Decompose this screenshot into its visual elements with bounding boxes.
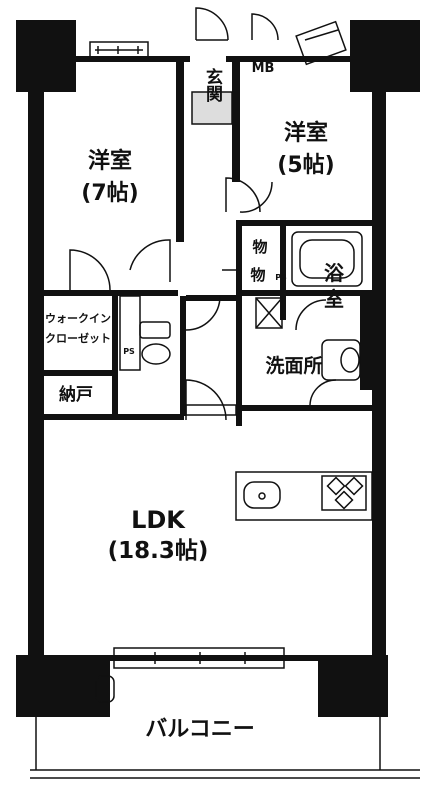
entrance-label: 玄関 xyxy=(202,67,223,102)
storeroom-label: 納戸 xyxy=(59,384,93,405)
ldk-size: (18.3帖) xyxy=(108,538,209,564)
western-room-2-name: 洋室 xyxy=(284,120,328,146)
bath-label-2: 室 xyxy=(324,287,344,311)
fixtures xyxy=(95,91,373,703)
interior-walls xyxy=(44,62,372,426)
outer-walls xyxy=(16,20,420,717)
balcony-railing xyxy=(30,717,420,779)
western-room-1-name: 洋室 xyxy=(88,148,132,174)
western-room-2-size: (5帖) xyxy=(277,153,334,178)
balcony-label: バルコニー xyxy=(145,717,255,742)
storage-1-label: 物 xyxy=(252,238,267,256)
walkin-closet-label-1: ウォークイン xyxy=(45,312,111,325)
ldk-name: LDK xyxy=(131,506,186,534)
western-room-1-size: (7帖) xyxy=(81,181,138,206)
windows xyxy=(89,20,347,669)
ps-toilet-label: PS xyxy=(123,347,135,356)
walkin-closet-label-2: クローゼット xyxy=(45,331,111,345)
mb-label: MB xyxy=(252,61,275,76)
doors xyxy=(69,7,337,421)
bath-label-1: 浴 xyxy=(324,261,345,285)
ps-small-label: PS xyxy=(275,273,287,282)
storage-2-label: 物 xyxy=(250,266,265,284)
washroom-label: 洗面所 xyxy=(265,354,322,377)
